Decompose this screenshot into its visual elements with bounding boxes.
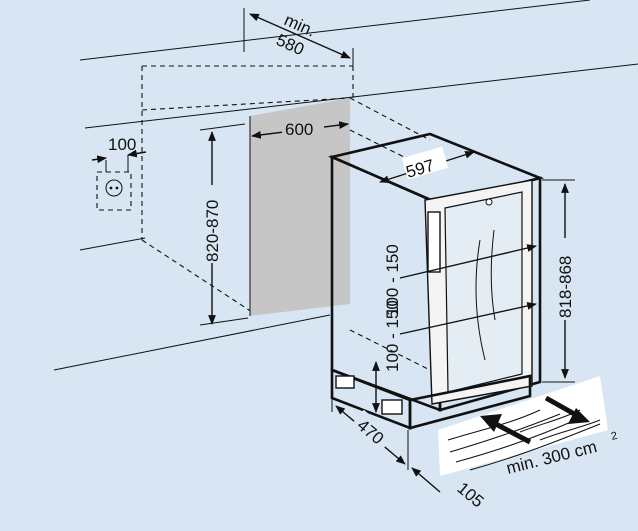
niche-width-label: 600 [285, 120, 313, 139]
socket-offset-label: 100 [108, 135, 136, 154]
niche-width-dimension: 600 [251, 118, 349, 139]
niche-height-label: 820-870 [203, 200, 222, 262]
door-lock [485, 198, 493, 206]
floor-hatch-area [438, 376, 608, 476]
door-handle [427, 211, 441, 273]
vent-area-exponent: 2 [610, 430, 619, 443]
vent-top-label: 100 - 150 [383, 244, 402, 316]
wall-base-line [79, 237, 146, 251]
power-socket: 100 [91, 135, 147, 211]
depth-580-dimension: min. 580 [243, 8, 354, 70]
vent-bottom-label: 100 - 150 [383, 300, 402, 372]
niche-back-panel [250, 98, 350, 316]
countertop-front-edge [84, 63, 638, 129]
floor-line [53, 314, 331, 371]
wine-cooler [327, 132, 545, 430]
foot-right [381, 399, 403, 415]
appliance-height-label: 818-868 [556, 256, 575, 318]
appliance-height-dimension: 818-868 [542, 179, 575, 383]
foot-left [335, 375, 355, 389]
niche-height-dimension: 820-870 [199, 123, 249, 326]
appliance-width-dimension: 597 [379, 146, 475, 184]
vent-height-dimensions: 100 - 150 100 - 150 [372, 244, 537, 413]
niche-outline [53, 0, 638, 371]
door-glass [444, 191, 523, 393]
plinth-offset-label: 105 [453, 479, 487, 512]
